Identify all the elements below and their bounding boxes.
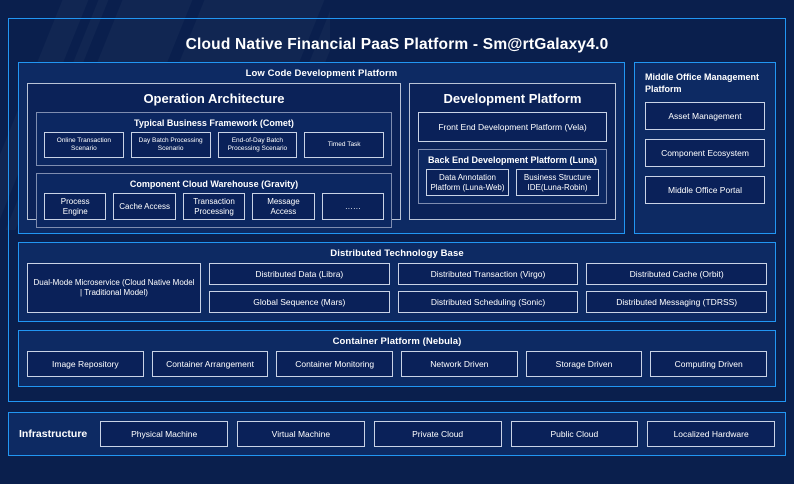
chip-business-structure-ide[interactable]: Business Structure IDE(Luna-Robin) [516, 169, 599, 196]
chip-timed-task[interactable]: Timed Task [304, 132, 384, 158]
architecture-diagram-frame: Cloud Native Financial PaaS Platform - S… [8, 18, 786, 402]
chip-distributed-cache[interactable]: Distributed Cache (Orbit) [586, 263, 768, 285]
chip-network-driven[interactable]: Network Driven [401, 351, 518, 377]
chip-asset-management[interactable]: Asset Management [645, 102, 765, 131]
panel-development-platform: Development Platform Front End Developme… [409, 83, 616, 220]
container-platform-title: Container Platform (Nebula) [332, 336, 462, 347]
section-container-platform: Container Platform (Nebula) Image Reposi… [18, 330, 776, 387]
subpanel-typical-business-framework: Typical Business Framework (Comet) Onlin… [36, 112, 392, 166]
chip-end-of-day-batch-processing-scenario[interactable]: End-of-Day Batch Processing Scenario [217, 132, 298, 158]
chip-middle-office-portal[interactable]: Middle Office Portal [645, 176, 765, 205]
dtb-column-2: Distributed Transaction (Virgo) Distribu… [397, 263, 579, 313]
low-code-title: Low Code Development Platform [245, 68, 398, 79]
chip-transaction-processing[interactable]: Transaction Processing [182, 193, 246, 220]
chip-more-ellipsis[interactable]: …… [321, 193, 385, 220]
chip-distributed-transaction[interactable]: Distributed Transaction (Virgo) [397, 263, 579, 285]
middle-office-title: Middle Office Management Platform [645, 72, 760, 95]
operation-architecture-title: Operation Architecture [143, 91, 285, 106]
infrastructure-label: Infrastructure [19, 428, 88, 440]
chip-distributed-data[interactable]: Distributed Data (Libra) [209, 263, 390, 285]
section-infrastructure: Infrastructure Physical Machine Virtual … [8, 412, 786, 456]
chip-computing-driven[interactable]: Computing Driven [650, 351, 768, 377]
chip-physical-machine[interactable]: Physical Machine [100, 421, 229, 447]
chip-front-end-development-platform[interactable]: Front End Development Platform (Vela) [418, 112, 607, 142]
chip-image-repository[interactable]: Image Repository [27, 351, 144, 377]
section-low-code-development-platform: Low Code Development Platform Operation … [18, 62, 625, 234]
page-title: Cloud Native Financial PaaS Platform - S… [185, 36, 609, 53]
chip-dual-mode-microservice[interactable]: Dual-Mode Microservice (Cloud Native Mod… [27, 263, 201, 313]
dtb-column-3: Distributed Cache (Orbit) Distributed Me… [586, 263, 768, 313]
chip-private-cloud[interactable]: Private Cloud [373, 421, 502, 447]
chip-localized-hardware[interactable]: Localized Hardware [647, 421, 776, 447]
chip-online-transaction-scenario[interactable]: Online Transaction Scenario [44, 132, 124, 158]
subpanel-back-end-development-platform: Back End Development Platform (Luna) Dat… [418, 149, 607, 204]
chip-day-batch-processing-scenario[interactable]: Day Batch Processing Scenario [130, 132, 211, 158]
chip-cache-access[interactable]: Cache Access [113, 193, 176, 220]
back-end-development-platform-title: Back End Development Platform (Luna) [427, 155, 598, 165]
chip-storage-driven[interactable]: Storage Driven [525, 351, 643, 377]
distributed-technology-base-title: Distributed Technology Base [330, 248, 464, 259]
chip-message-access[interactable]: Message Access [252, 193, 315, 220]
typical-business-framework-title: Typical Business Framework (Comet) [134, 118, 294, 128]
subpanel-component-cloud-warehouse: Component Cloud Warehouse (Gravity) Proc… [36, 173, 392, 228]
chip-distributed-scheduling[interactable]: Distributed Scheduling (Sonic) [397, 291, 579, 313]
development-platform-title: Development Platform [443, 91, 582, 106]
chip-virtual-machine[interactable]: Virtual Machine [237, 421, 365, 447]
chip-global-sequence[interactable]: Global Sequence (Mars) [209, 291, 390, 313]
chip-distributed-messaging[interactable]: Distributed Messaging (TDRSS) [586, 291, 768, 313]
row-low-code-and-middle-office: Low Code Development Platform Operation … [18, 62, 776, 234]
component-cloud-warehouse-title: Component Cloud Warehouse (Gravity) [129, 179, 299, 189]
section-distributed-technology-base: Distributed Technology Base Dual-Mode Mi… [18, 242, 776, 322]
section-middle-office-management-platform: Middle Office Management Platform Asset … [634, 62, 776, 234]
chip-data-annotation-platform[interactable]: Data Annotation Platform (Luna-Web) [426, 169, 509, 196]
dtb-column-1: Distributed Data (Libra) Global Sequence… [209, 263, 390, 313]
chip-container-monitoring[interactable]: Container Monitoring [276, 351, 394, 377]
chip-component-ecosystem[interactable]: Component Ecosystem [645, 139, 765, 168]
chip-container-arrangement[interactable]: Container Arrangement [151, 351, 269, 377]
chip-process-engine[interactable]: Process Engine [44, 193, 107, 220]
chip-public-cloud[interactable]: Public Cloud [510, 421, 639, 447]
panel-operation-architecture: Operation Architecture Typical Business … [27, 83, 401, 228]
